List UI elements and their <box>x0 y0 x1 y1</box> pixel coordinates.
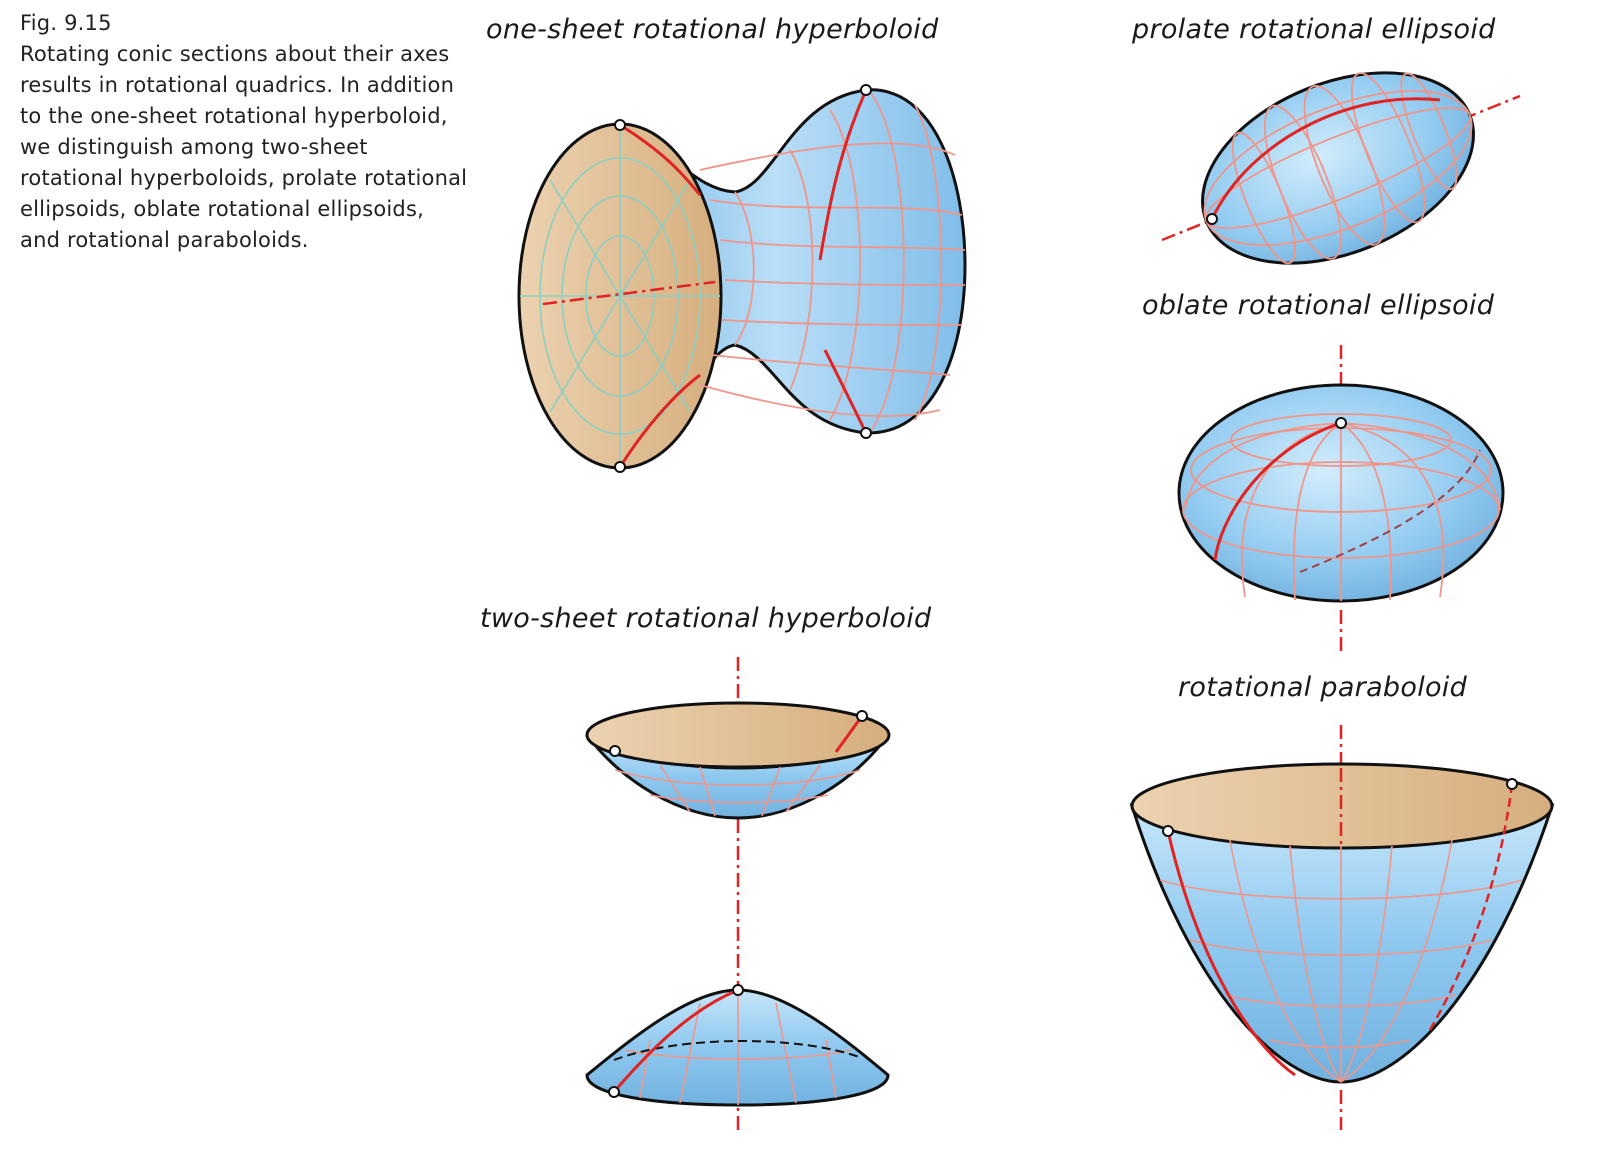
figure-label: Fig. 9.15 <box>20 11 112 35</box>
prolate-ellipsoid <box>1161 71 1521 265</box>
figure-caption: Fig. 9.15 Rotating conic sections about … <box>20 8 470 256</box>
point-marker <box>860 427 872 439</box>
caption-text: Rotating conic sections about their axes… <box>20 42 468 252</box>
point-marker <box>614 461 626 473</box>
point-marker <box>614 119 626 131</box>
point-marker <box>1335 417 1347 429</box>
point-marker <box>609 745 621 757</box>
point-marker <box>1206 213 1218 225</box>
title-oblate-ellipsoid: oblate rotational ellipsoid <box>1142 290 1495 321</box>
point-marker <box>1506 778 1518 790</box>
hyperboloid-outer-surface <box>618 88 967 470</box>
point-marker <box>856 710 868 722</box>
point-marker <box>860 84 872 96</box>
oblate-ellipsoid <box>1177 345 1505 655</box>
one-sheet-hyperboloid <box>517 84 967 473</box>
prolate-surface <box>1201 71 1475 265</box>
title-two-sheet-hyperboloid: two-sheet rotational hyperboloid <box>480 603 932 634</box>
point-marker <box>608 1086 620 1098</box>
two-sheet-hyperboloid <box>585 657 891 1130</box>
title-one-sheet-hyperboloid: one-sheet rotational hyperboloid <box>486 14 939 45</box>
hyperboloid-axis <box>542 280 716 306</box>
title-prolate-ellipsoid: prolate rotational ellipsoid <box>1132 14 1496 45</box>
point-marker <box>1162 825 1174 837</box>
upper-sheet-opening <box>585 701 891 769</box>
point-marker <box>732 984 744 996</box>
title-paraboloid: rotational paraboloid <box>1178 672 1468 703</box>
rotational-paraboloid <box>1129 725 1555 1130</box>
